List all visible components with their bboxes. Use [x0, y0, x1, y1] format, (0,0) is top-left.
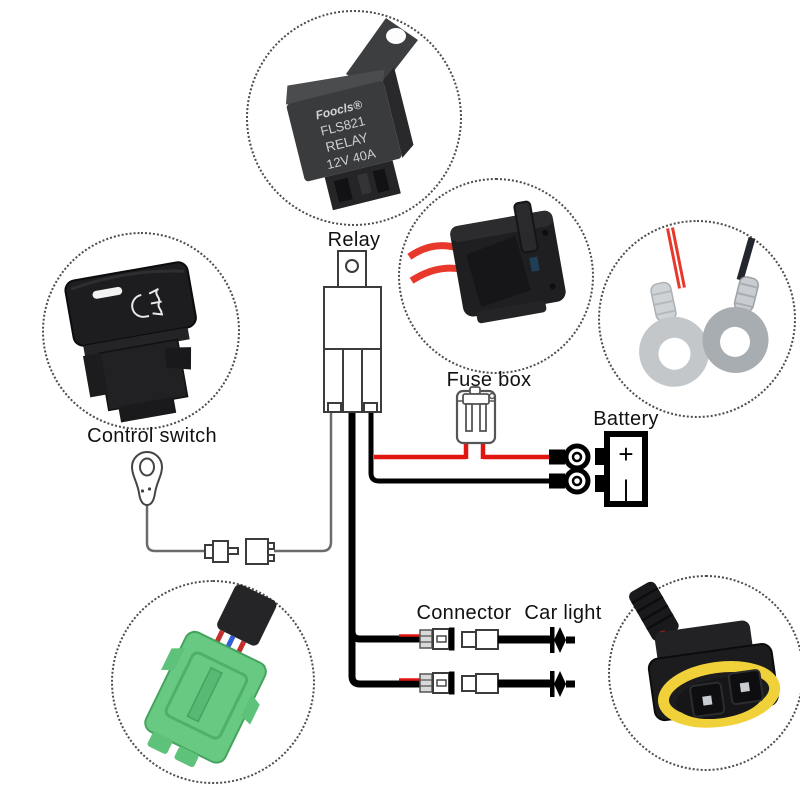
control-switch-symbol: [130, 451, 205, 553]
relay-photo-circle: Foocls® FLS821 RELAY 12V 40A: [246, 10, 462, 226]
control-switch-photo-circle: [42, 232, 240, 430]
car-light-photo-circle: [608, 575, 800, 771]
relay-photo: Foocls® FLS821 RELAY 12V 40A: [285, 18, 418, 211]
battery-label: Battery: [593, 408, 659, 430]
battery-positive-mark: +: [618, 439, 633, 469]
control-switch-photo: [64, 261, 197, 423]
switch-wire-connector: [204, 412, 333, 565]
ring-terminal-black: [702, 276, 769, 373]
fuse-box-photo-circle: [398, 178, 594, 374]
wire-sleeve: [629, 581, 679, 641]
switch-indicator-bar: [92, 286, 123, 299]
ring-terminals-photo-circle: [598, 220, 796, 418]
connector-label: Connector: [416, 602, 512, 624]
relay-symbol: [323, 250, 382, 413]
car-light-photo: [629, 581, 781, 728]
fuse-box-photo: [407, 200, 566, 324]
fog-light-icon: [131, 288, 164, 318]
fuse-box-symbol: [455, 386, 497, 445]
black-wire-crimp: [549, 473, 565, 489]
fuse-box-label: Fuse box: [446, 369, 532, 391]
ring-terminal-symbol-negative: [563, 467, 591, 495]
black-wire: [736, 237, 756, 281]
battery-symbol: + |: [595, 431, 648, 507]
red-wire-crimp: [549, 449, 565, 465]
relay-label: Relay: [327, 229, 381, 251]
green-connector-photo: [144, 584, 277, 768]
yellow-seal-ring: [657, 661, 781, 728]
lamp-branch-wires: [348, 412, 575, 697]
battery-wires: [368, 412, 591, 495]
battery-negative-mark: |: [623, 476, 629, 503]
ring-terminals-photo: [639, 227, 769, 387]
green-connector-photo-circle: [111, 580, 315, 784]
control-switch-label: Control switch: [87, 425, 217, 447]
ring-terminal-red: [639, 281, 710, 387]
ring-terminal-symbol-positive: [563, 443, 591, 471]
wire-sleeve: [217, 584, 277, 646]
car-light-label: Car light: [524, 602, 602, 624]
